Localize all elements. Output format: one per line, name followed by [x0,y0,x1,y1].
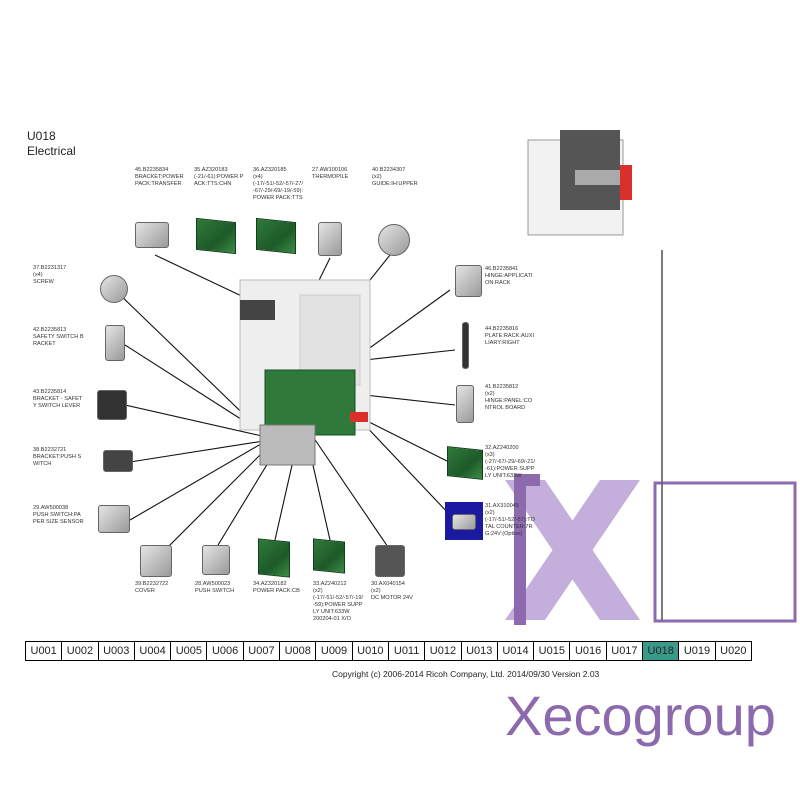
main-assembly [239,279,371,466]
part-label-36[interactable]: 36.AZ320185 (x4) (-17/-51/-52/-57/-27/ -… [253,167,304,201]
nav-u002[interactable]: U002 [62,642,99,660]
part-label-30[interactable]: 30.AX040154 (x2) DC MOTOR 24V [371,581,413,601]
thermopile-image[interactable] [318,222,342,256]
hinge-image[interactable] [455,265,482,297]
part-label-38[interactable]: 38.B2232721 BRACKET:PUSH S WITCH [33,447,82,467]
nav-u014[interactable]: U014 [498,642,535,660]
nav-u006[interactable]: U006 [207,642,244,660]
nav-u008[interactable]: U008 [280,642,317,660]
guide-image[interactable] [378,224,410,256]
part-label-42[interactable]: 42.B2235813 SAFETY SWITCH B RACKET [33,327,84,347]
nav-u018[interactable]: U018 [643,642,680,660]
part-label-29[interactable]: 29.AW500038 PUSH SWITCH:PA PER SIZE SENS… [33,505,84,525]
power-pack-image[interactable] [196,217,236,255]
part-label-34[interactable]: 34.AZ320182 POWER PACK:CB [253,581,300,594]
nav-u012[interactable]: U012 [425,642,462,660]
nav-u013[interactable]: U013 [462,642,498,660]
part-label-46[interactable]: 46.B2235841 HINGE:APPLICATI ON:RACK [485,266,533,286]
part-label-32[interactable]: 32.AZ240200 (x3) (-27/-67/-29/-69/-21/ -… [485,445,536,479]
part-label-33[interactable]: 33.AZ240212 (x2) (-17/-51/-52/-57/-19/ -… [313,581,364,622]
part-label-44[interactable]: 44.B2235816 PLATE:RACK:AUXI LIARY:RIGHT [485,326,535,346]
dc-motor-image[interactable] [375,545,405,577]
power-pack-cb-image[interactable] [258,538,290,578]
nav-u009[interactable]: U009 [316,642,353,660]
part-label-35[interactable]: 35.AZ320183 (-21/-61):POWER P ACK:TTS:CH… [194,167,244,187]
screw-image[interactable] [100,275,128,303]
assembly-thumbnail [527,130,632,236]
page-code: U018 [27,129,56,143]
part-label-43[interactable]: 43.B2235814 BRACKET - SAFET Y SWITCH LEV… [33,389,83,409]
push-switch-bracket-image[interactable] [103,450,133,472]
part-label-45[interactable]: 45.B2235834 BRACKET:POWER PACK:TRANSFER [135,167,184,187]
part-label-41[interactable]: 41.B2235812 (x2) HINGE:PANEL:CO NTROL BO… [485,384,533,411]
lever-image[interactable] [97,390,127,420]
power-supply-image[interactable] [313,538,345,574]
nav-u003[interactable]: U003 [99,642,135,660]
part-label-27[interactable]: 27.AW100106 THERMOPILE [312,167,349,180]
sensor-image[interactable] [98,505,130,533]
push-switch-image[interactable] [202,545,230,575]
part-label-31[interactable]: 31.AX310045 (x2) (-17/-51/-52/-57):TO TA… [485,503,535,537]
nav-u015[interactable]: U015 [534,642,571,660]
nav-u007[interactable]: U007 [244,642,281,660]
switch-bracket-image[interactable] [105,325,125,361]
page-section: Electrical [27,144,76,158]
nav-u016[interactable]: U016 [570,642,607,660]
part-label-39[interactable]: 39.B2232722 COVER [135,581,169,594]
part-label-40[interactable]: 40.B2234307 (x2) GUIDE:IH:UPPER [372,167,418,187]
part-label-28[interactable]: 28.AW500023 PUSH SWITCH [195,581,235,594]
nav-u011[interactable]: U011 [389,642,426,660]
plate-image[interactable] [462,322,469,369]
counter-image[interactable] [445,502,483,540]
nav-u005[interactable]: U005 [171,642,208,660]
power-pack-image[interactable] [256,217,296,255]
hinge-panel-image[interactable] [456,385,474,423]
bracket-image[interactable] [135,222,169,248]
copyright: Copyright (c) 2006-2014 Ricoh Company, L… [332,669,600,679]
part-label-37[interactable]: 37.B2231317 (x4) SCREW [33,265,67,285]
nav-u001[interactable]: U001 [26,642,63,660]
nav-u010[interactable]: U010 [353,642,389,660]
nav-u020[interactable]: U020 [720,645,747,657]
power-supply-image[interactable] [447,446,483,480]
nav-u017[interactable]: U017 [607,642,644,660]
nav-u004[interactable]: U004 [135,642,172,660]
nav-u019[interactable]: U019 [679,642,716,660]
cover-image[interactable] [140,545,172,577]
